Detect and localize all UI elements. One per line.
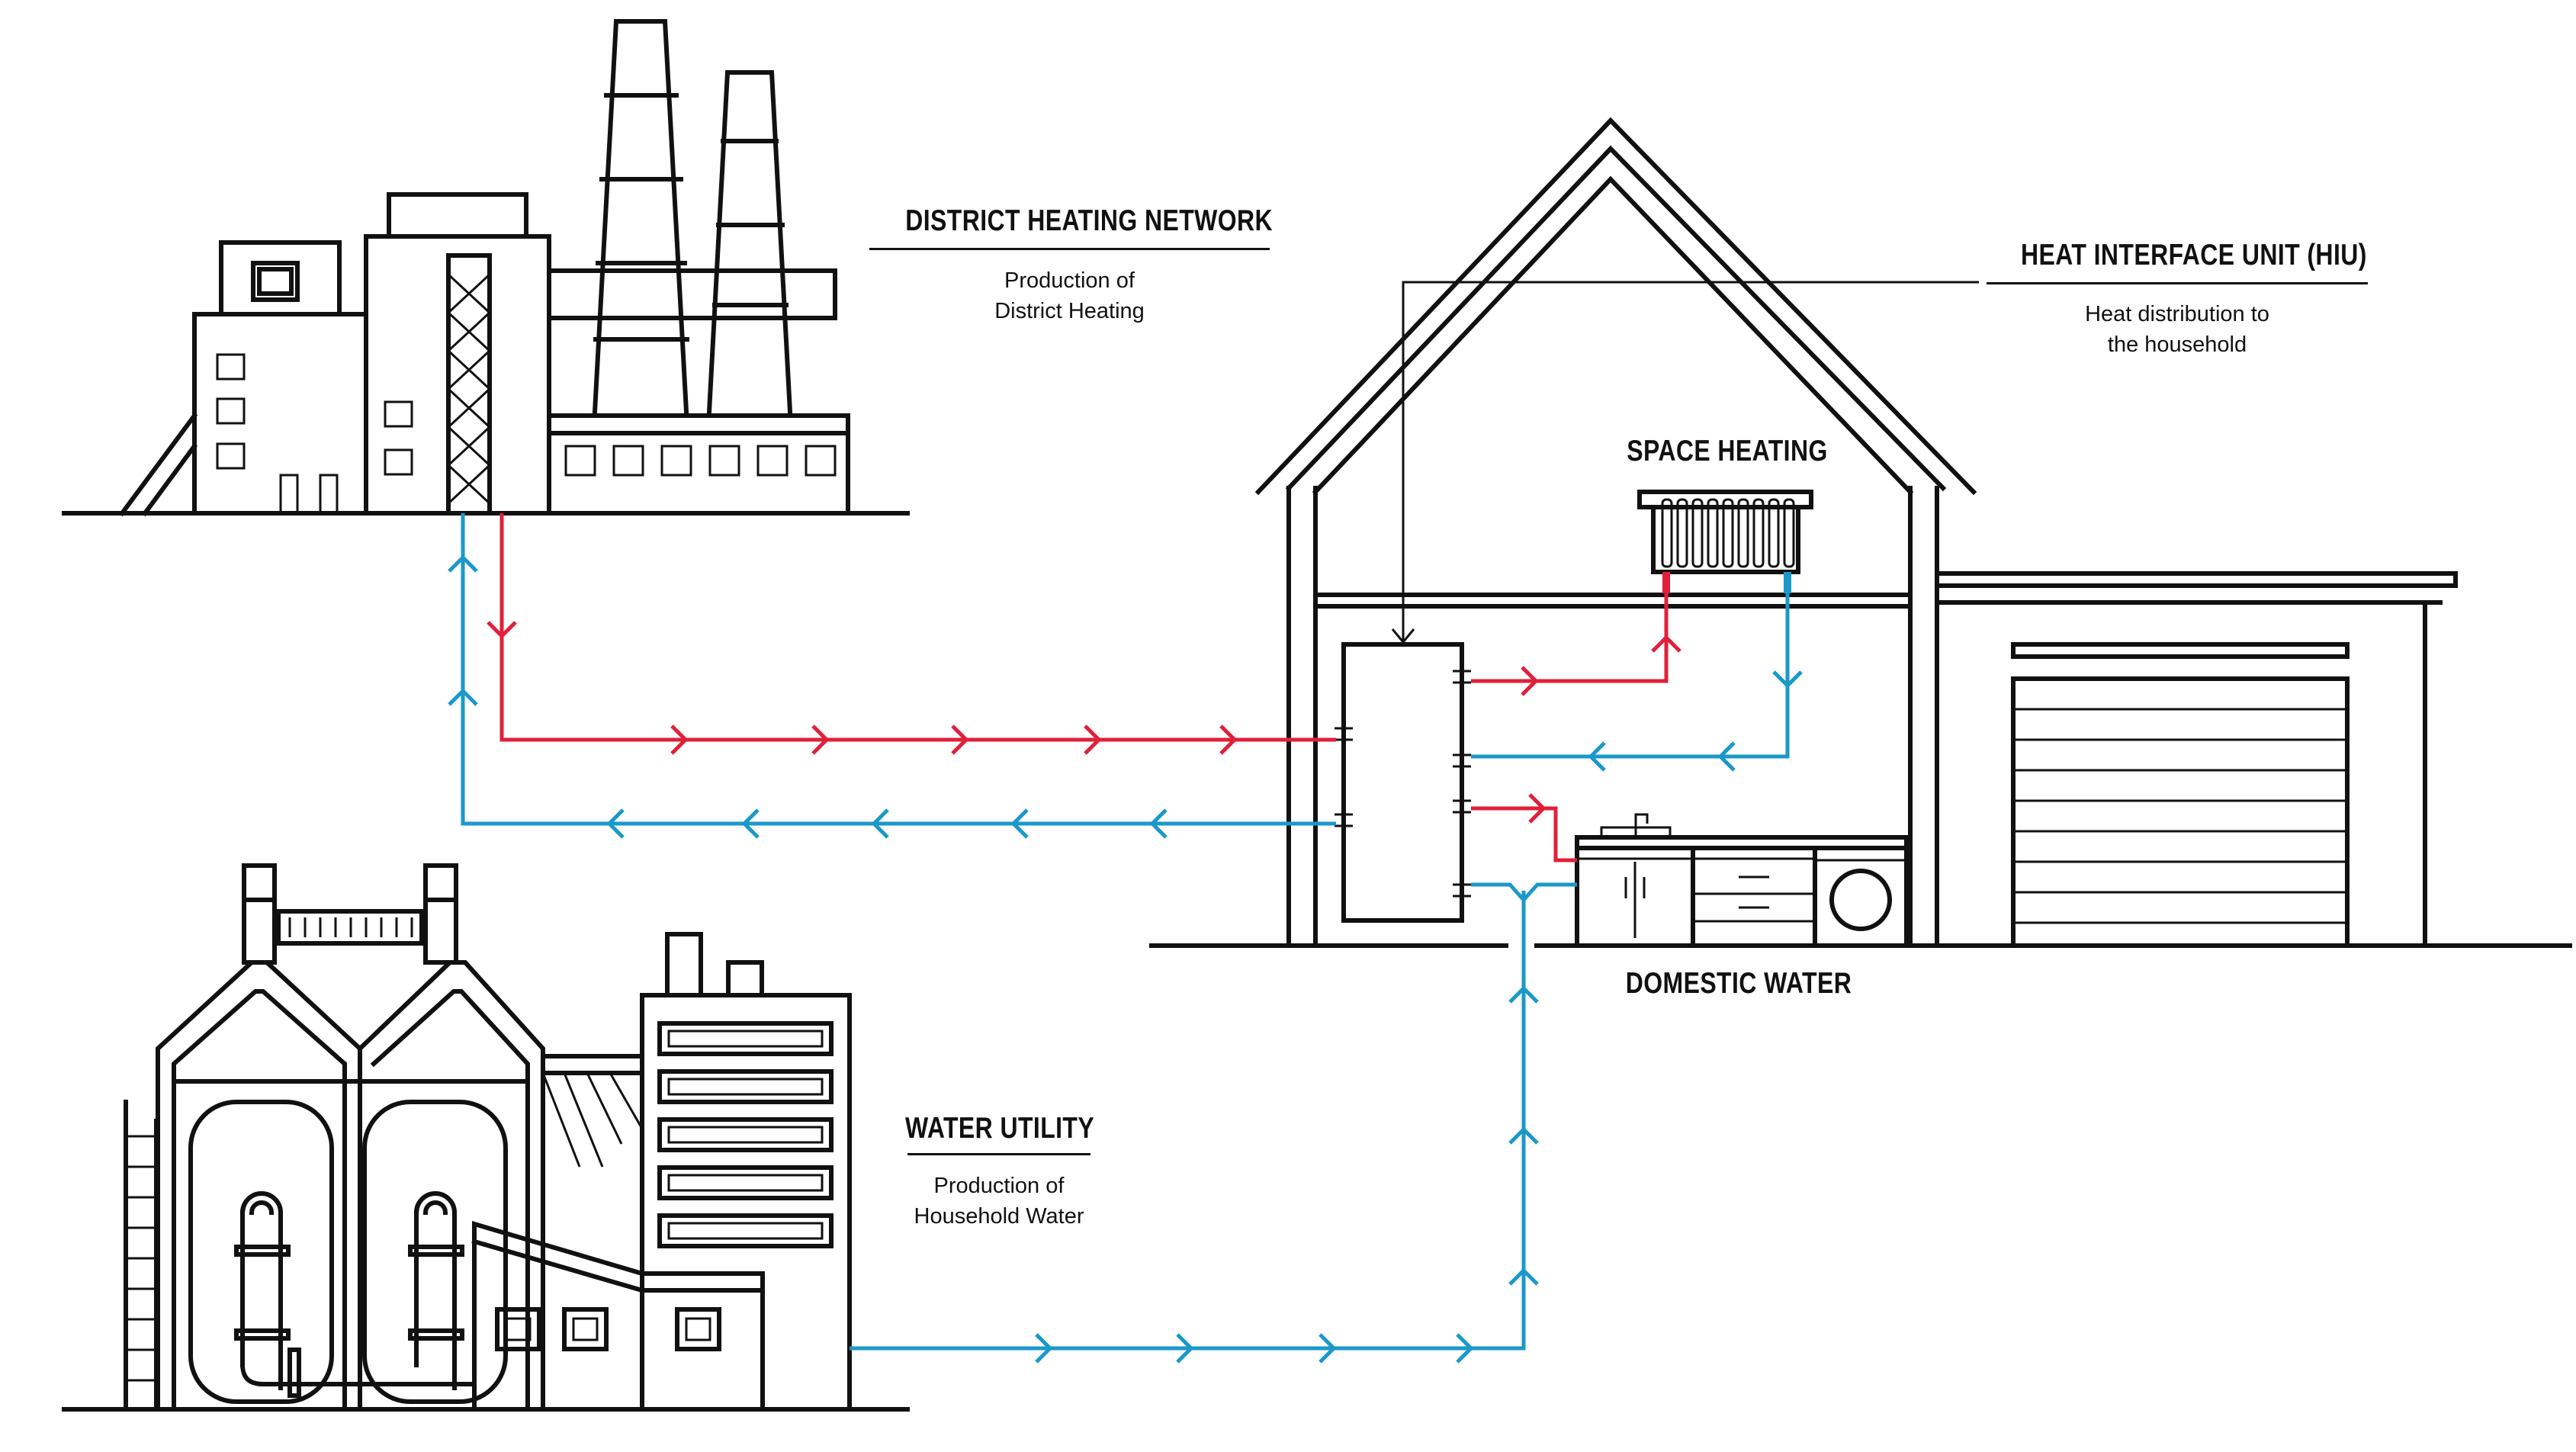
flow-arrow-icon <box>1219 724 1238 755</box>
house-icon <box>1254 117 2458 948</box>
domestic-hot-pipe <box>1471 806 1577 863</box>
district-heating-plant-icon <box>118 19 850 517</box>
hiu-subtitle: Heat distribution to the household <box>1987 299 2368 360</box>
flow-arrow-icon <box>1717 741 1736 772</box>
flow-arrow-icon <box>1508 985 1539 1004</box>
flow-arrow-icon <box>1456 1333 1474 1364</box>
flow-arrow-icon <box>1084 724 1102 755</box>
flow-arrow-icon <box>1508 1126 1539 1145</box>
hiu-line1: Heat distribution to <box>2085 302 2269 326</box>
district-heating-line2: District Heating <box>994 299 1145 323</box>
water-utility-plant-icon <box>124 863 852 1412</box>
flow-arrow-icon <box>951 724 969 755</box>
flow-arrow-icon <box>487 621 517 639</box>
flow-arrow-icon <box>670 724 689 755</box>
water-utility-rule <box>907 1153 1090 1155</box>
kitchen-laundry-icon <box>1575 813 1909 948</box>
flow-arrow-icon <box>1508 1267 1539 1286</box>
hot-supply-pipe <box>499 513 1336 742</box>
flow-arrow-icon <box>1588 741 1606 772</box>
flow-arrow-icon <box>1035 1333 1053 1364</box>
flow-arrow-icon <box>811 724 830 755</box>
water-utility-line2: Household Water <box>914 1204 1084 1229</box>
pipe-network <box>461 513 1790 1351</box>
hiu-line2: the household <box>2107 332 2247 357</box>
flow-arrow-icon <box>871 808 889 839</box>
flow-arrow-icon <box>448 688 478 706</box>
garage-door-slats <box>2013 708 2347 924</box>
domestic-cold-pipe <box>850 882 1577 1351</box>
space-heating-title: SPACE HEATING <box>1627 435 1828 467</box>
flow-arrow-icon <box>1176 1333 1194 1364</box>
district-heating-rule <box>869 248 1270 250</box>
water-utility-title: WATER UTILITY <box>905 1112 1095 1145</box>
flow-arrow-icon <box>1149 808 1168 839</box>
flow-arrow-icon <box>741 808 760 839</box>
hiu-title: HEAT INTERFACE UNIT (HIU) <box>2021 239 2367 271</box>
hiu-tank-icon <box>1335 642 1471 923</box>
radiator-icon <box>1637 490 1813 593</box>
return-pipe <box>461 513 1336 826</box>
hiu-rule <box>1987 282 2368 284</box>
district-heating-title: DISTRICT HEATING NETWORK <box>905 204 1274 237</box>
district-heating-subtitle: Production of District Heating <box>869 265 1270 326</box>
flow-arrow-icon <box>606 808 625 839</box>
hiu-leader-line <box>1391 281 1979 644</box>
flow-arrow-icon <box>1521 666 1539 696</box>
flow-arrow-icon <box>448 554 478 573</box>
water-utility-subtitle: Production of Household Water <box>885 1171 1113 1232</box>
flow-arrow-icon <box>1651 634 1681 653</box>
flow-arrow-icon <box>1010 808 1029 839</box>
district-heating-line1: Production of <box>1004 268 1135 293</box>
domestic-water-title: DOMESTIC WATER <box>1625 967 1852 1000</box>
flow-arrow-icon <box>1772 670 1803 689</box>
radiator-return-pipe <box>1471 593 1790 759</box>
flow-arrow-icon <box>1528 793 1547 824</box>
flow-arrows <box>448 554 1803 1364</box>
water-utility-line1: Production of <box>933 1174 1065 1198</box>
flow-arrow-icon <box>1319 1333 1337 1364</box>
